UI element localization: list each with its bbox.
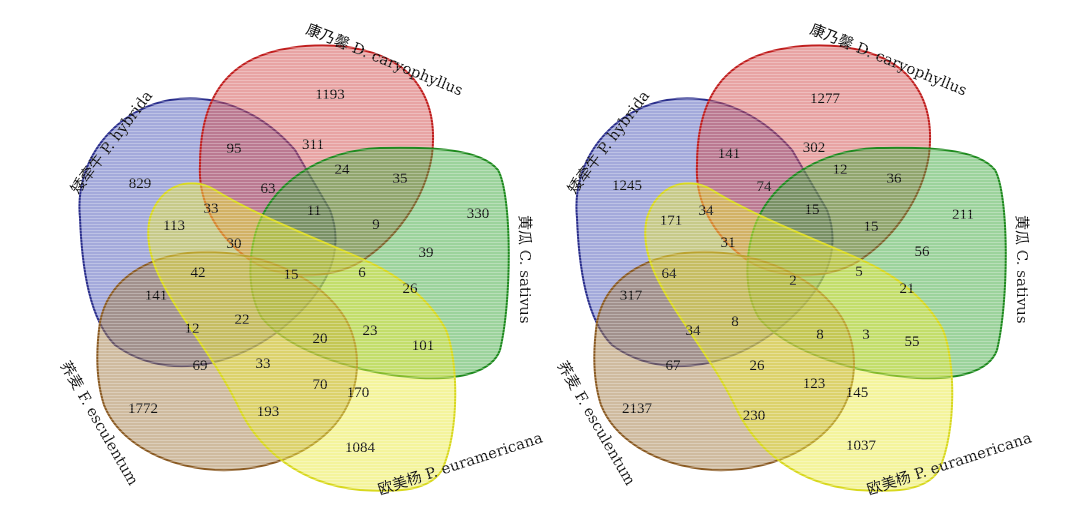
- region-count: 2137: [622, 401, 653, 417]
- region-count: 1193: [315, 87, 344, 103]
- region-count: 193: [257, 404, 280, 420]
- region-count: 141: [718, 146, 741, 162]
- region-count: 1037: [846, 438, 877, 454]
- region-count: 3: [862, 327, 870, 343]
- region-count: 101: [412, 338, 435, 354]
- region-count: 12: [185, 321, 200, 337]
- region-count: 12: [833, 162, 848, 178]
- region-count: 2: [789, 273, 797, 289]
- region-count: 1277: [810, 91, 841, 107]
- set-label-c-sativus: 黄瓜 C. sativus: [516, 215, 534, 324]
- region-count: 311: [302, 137, 324, 153]
- venn-diagram-left: 矮牵牛 P. hybrida 康乃馨 D. caryophyllus 黄瓜 C.…: [57, 20, 545, 499]
- region-count: 211: [952, 207, 974, 223]
- region-count: 35: [393, 171, 408, 187]
- region-count: 74: [757, 179, 773, 195]
- region-count: 56: [915, 244, 931, 260]
- region-count: 15: [864, 219, 879, 235]
- region-count: 67: [666, 358, 682, 374]
- region-count: 34: [699, 203, 715, 219]
- region-count: 141: [145, 288, 168, 304]
- region-count: 1245: [612, 178, 642, 194]
- region-count: 22: [235, 312, 250, 328]
- region-count: 23: [363, 323, 378, 339]
- region-count: 15: [284, 267, 299, 283]
- region-count: 26: [403, 281, 419, 297]
- region-count: 20: [313, 331, 328, 347]
- region-count: 6: [358, 265, 366, 281]
- region-count: 95: [227, 141, 242, 157]
- region-count: 113: [163, 218, 185, 234]
- region-count: 31: [721, 235, 736, 251]
- region-count: 1772: [128, 401, 158, 417]
- region-count: 64: [662, 266, 678, 282]
- region-count: 63: [261, 181, 276, 197]
- region-count: 170: [347, 385, 370, 401]
- region-count: 11: [307, 203, 321, 219]
- region-count: 230: [743, 408, 766, 424]
- region-count: 1084: [345, 440, 376, 456]
- region-count: 21: [900, 281, 915, 297]
- region-count: 8: [816, 327, 824, 343]
- region-count: 8: [731, 314, 739, 330]
- region-count: 34: [686, 323, 702, 339]
- region-count: 330: [467, 206, 490, 222]
- region-count: 36: [887, 171, 903, 187]
- region-count: 123: [803, 376, 826, 392]
- region-count: 5: [855, 264, 863, 280]
- region-count: 33: [204, 201, 219, 217]
- region-count: 171: [660, 213, 683, 229]
- region-count: 70: [313, 377, 328, 393]
- region-count: 26: [750, 358, 766, 374]
- region-count: 24: [335, 162, 351, 178]
- region-count: 317: [620, 288, 643, 304]
- region-count: 30: [227, 236, 242, 252]
- region-count: 42: [191, 265, 206, 281]
- venn-diagram-right: 矮牵牛 P. hybrida 康乃馨 D. caryophyllus 黄瓜 C.…: [554, 20, 1034, 499]
- region-count: 145: [846, 385, 869, 401]
- set-label-c-sativus: 黄瓜 C. sativus: [1013, 215, 1031, 324]
- region-count: 15: [805, 202, 820, 218]
- region-count: 33: [256, 356, 271, 372]
- region-count: 9: [372, 217, 380, 233]
- region-count: 55: [905, 334, 920, 350]
- region-count: 302: [803, 140, 826, 156]
- region-count: 39: [419, 245, 434, 261]
- region-count: 69: [193, 358, 208, 374]
- region-count: 829: [129, 176, 152, 192]
